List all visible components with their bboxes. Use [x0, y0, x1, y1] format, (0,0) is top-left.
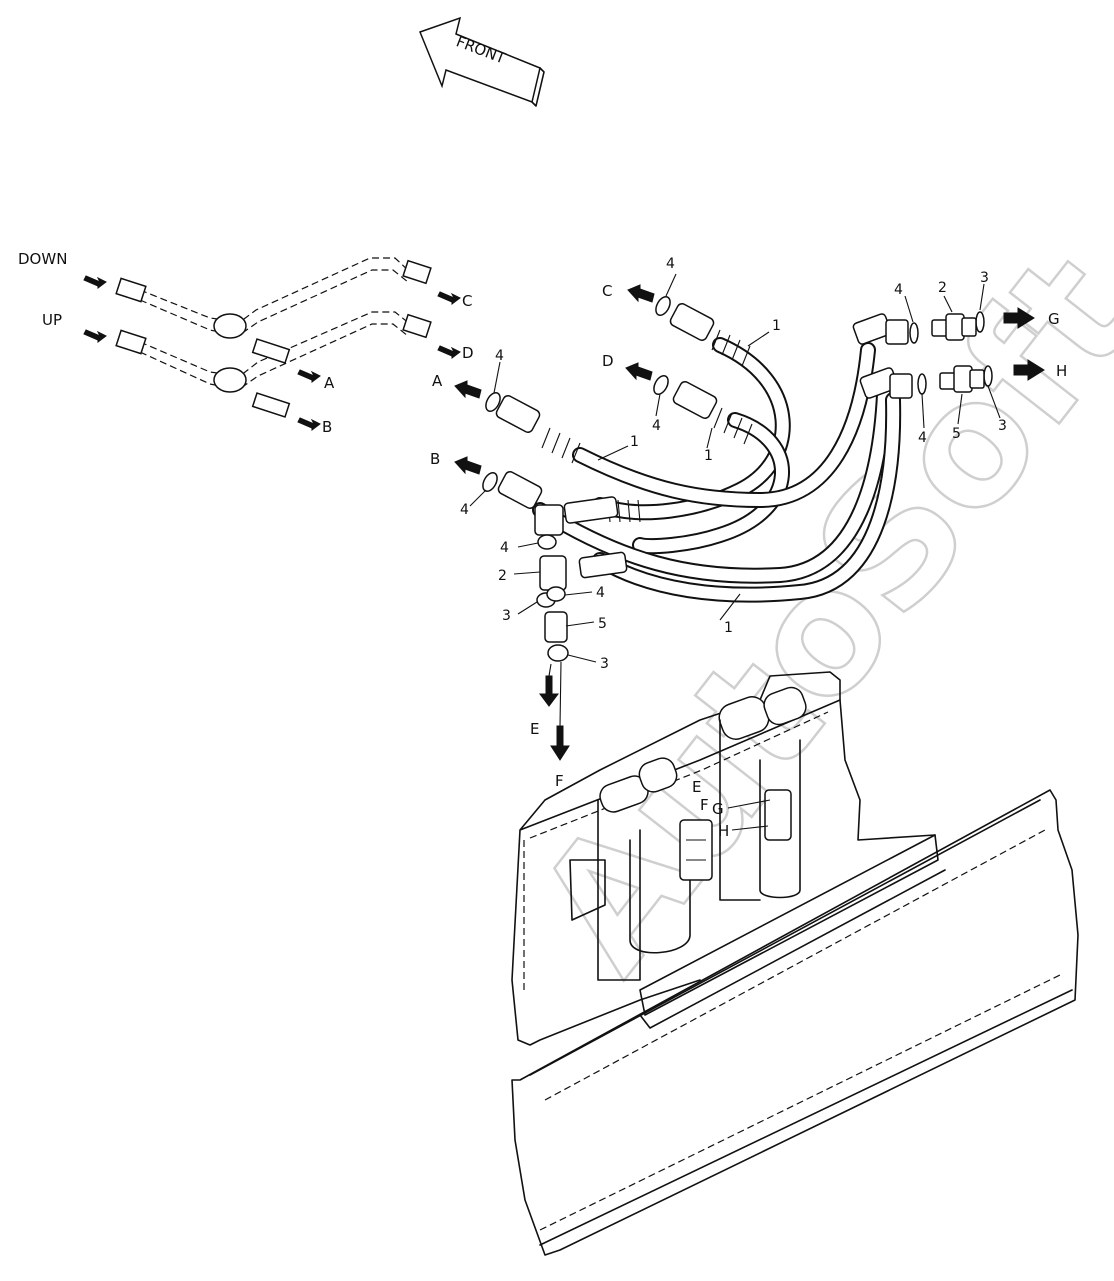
part-number-2: 2: [938, 280, 947, 296]
part-number-4: 4: [894, 282, 903, 298]
adapters-right: [931, 313, 985, 393]
part-number-3: 3: [502, 608, 511, 624]
part-number-5: 5: [952, 426, 961, 442]
part-number-1: 1: [772, 318, 781, 334]
part-number-3: 3: [980, 270, 989, 286]
hose-fittings: [495, 303, 913, 643]
part-number-4: 4: [495, 348, 504, 364]
letter-g-blade: G: [712, 800, 724, 818]
letter-f-blade: F: [700, 796, 709, 814]
valve-pipes: [115, 257, 432, 418]
part-number-1: 1: [630, 434, 639, 450]
o-rings: [482, 295, 993, 662]
letter-f: F: [555, 772, 564, 790]
flow-arrows: [454, 284, 1045, 761]
watermark-text: AutoSoft: [500, 219, 1114, 1007]
part-number-3: 3: [998, 418, 1007, 434]
flow-arrows-left: [83, 275, 461, 431]
letter-h-blade: H: [718, 822, 729, 840]
letter-c: C: [602, 282, 612, 300]
part-number-2: 2: [498, 568, 507, 584]
part-number-4: 4: [500, 540, 509, 556]
letter-b-left: B: [322, 418, 332, 436]
part-number-4: 4: [460, 502, 469, 518]
letter-d: D: [602, 352, 614, 370]
letter-c-left: C: [462, 292, 472, 310]
leader-lines: [469, 273, 1001, 663]
letter-d-left: D: [462, 344, 474, 362]
letter-b: B: [430, 450, 440, 468]
up-label: UP: [42, 311, 62, 329]
letter-h: H: [1056, 362, 1067, 380]
letter-a: A: [432, 372, 443, 390]
part-number-1: 1: [724, 620, 733, 636]
letter-a-left: A: [324, 374, 335, 392]
hose-assemblies: [532, 337, 902, 603]
letter-e-blade: E: [692, 778, 701, 796]
part-number-4: 4: [652, 418, 661, 434]
part-number-1: 1: [704, 448, 713, 464]
letter-e: E: [530, 720, 539, 738]
part-number-3: 3: [600, 656, 609, 672]
part-number-4: 4: [918, 430, 927, 446]
part-number-4: 4: [596, 585, 605, 601]
front-arrow-icon: FRONT: [419, 16, 545, 107]
letter-g: G: [1048, 310, 1060, 328]
dozer-blade-assembly: [511, 671, 1079, 1256]
part-number-5: 5: [598, 616, 607, 632]
part-number-4: 4: [666, 256, 675, 272]
down-label: DOWN: [18, 250, 67, 268]
